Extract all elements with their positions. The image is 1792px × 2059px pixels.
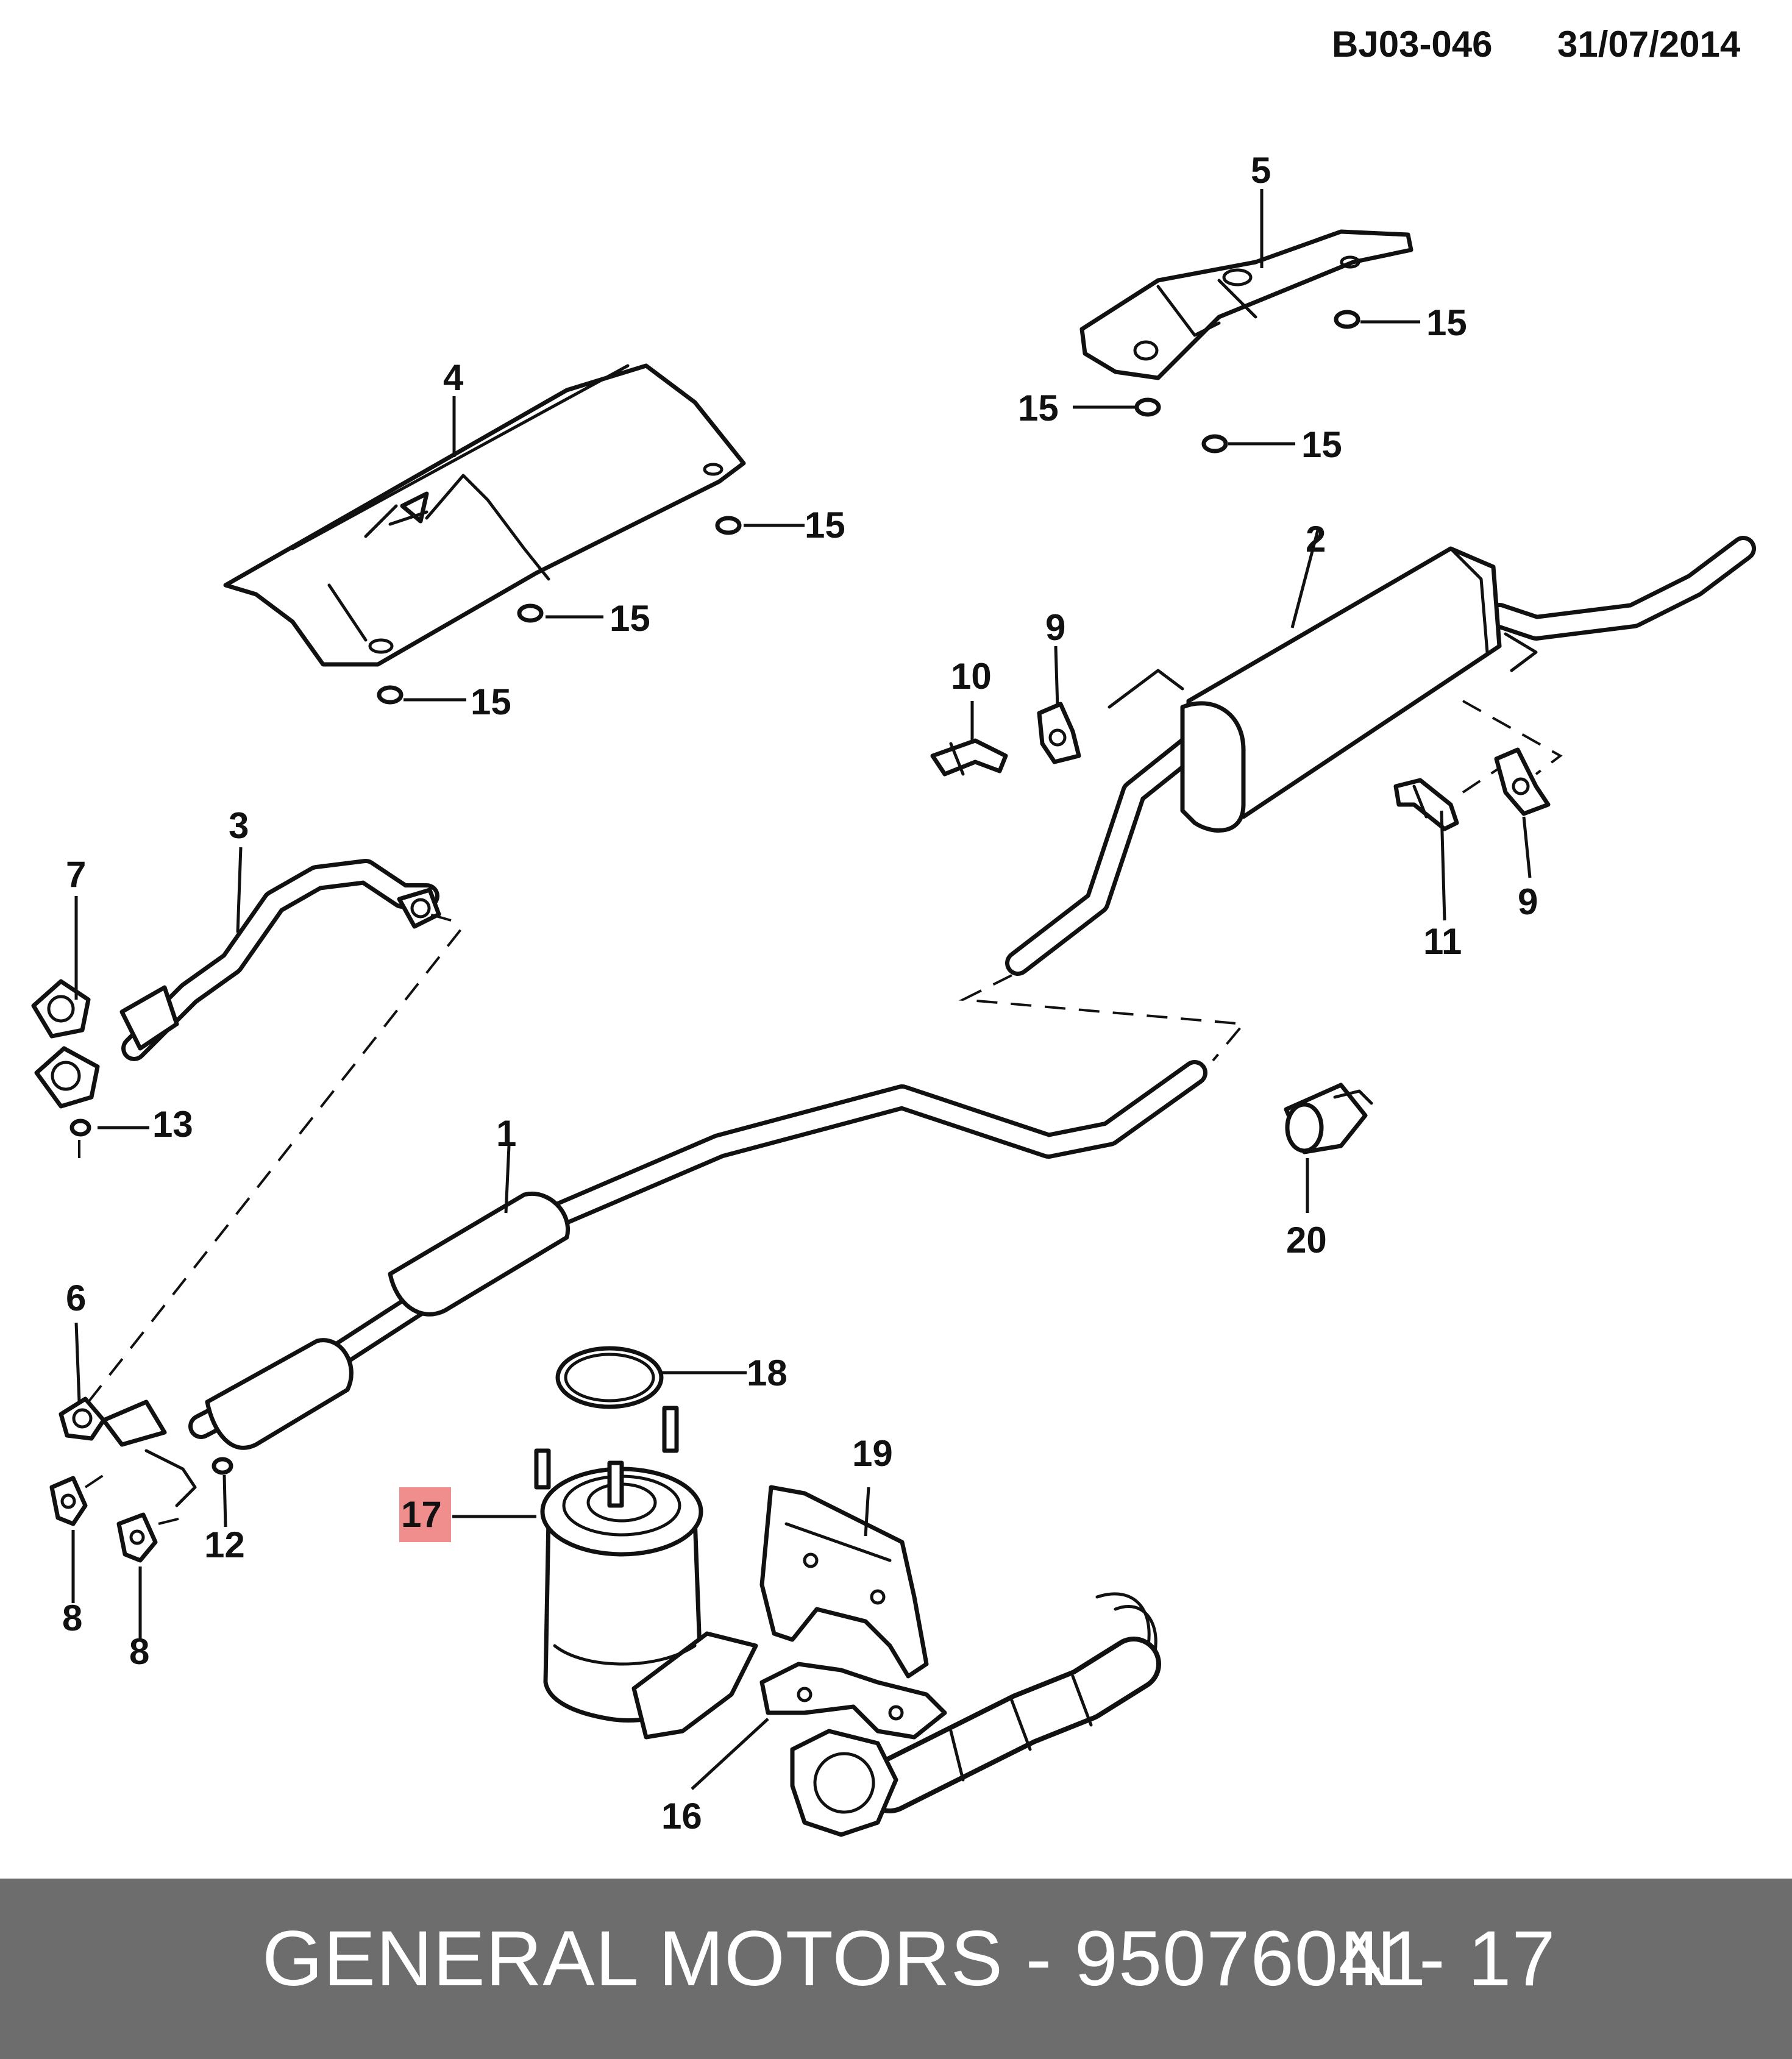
hanger-bracket-11 [1393, 778, 1459, 831]
callout-16: 16 [661, 1796, 702, 1837]
callout-15-a: 15 [805, 505, 845, 546]
hanger-bracket-10 [930, 738, 1008, 777]
gasket-6 [59, 1396, 106, 1441]
callout-17-highlight [399, 1487, 451, 1542]
callout-2: 2 [1306, 519, 1326, 560]
callout-12: 12 [204, 1524, 245, 1565]
exhaust-system-diagram: 1 2 3 4 5 6 7 8 8 9 9 10 11 12 13 15 15 … [31, 150, 1756, 1837]
footer-reference: N - 17 [1340, 1915, 1556, 2002]
nut-15-set [377, 310, 1360, 705]
callout-9-right: 9 [1518, 881, 1538, 922]
footer-part-number: GENERAL MOTORS - 95076041 [262, 1915, 1427, 2002]
callout-5: 5 [1251, 150, 1271, 191]
heat-shield-rear [1079, 229, 1413, 380]
callout-15-d: 15 [1426, 302, 1467, 343]
gasket-18 [555, 1346, 664, 1409]
callout-15-b: 15 [610, 598, 650, 639]
nut-13 [69, 1118, 91, 1137]
hanger-rubber-9-left [1037, 702, 1081, 764]
callout-13: 13 [152, 1104, 193, 1145]
gasket-7 [31, 979, 91, 1039]
callout-6: 6 [66, 1278, 86, 1318]
hanger-8-right [116, 1512, 158, 1563]
leader-lines [71, 189, 1532, 1790]
callout-19: 19 [852, 1433, 893, 1474]
exhaust-manifold-reference [790, 1592, 1161, 1837]
callout-1: 1 [496, 1113, 516, 1154]
flange-front-pipe [34, 1046, 100, 1109]
callout-18: 18 [747, 1353, 788, 1393]
callout-4: 4 [443, 357, 464, 398]
intermediate-pipe [101, 1060, 1207, 1507]
callout-20: 20 [1286, 1220, 1327, 1261]
nut-12 [212, 1457, 233, 1475]
callout-15-f: 15 [1301, 424, 1342, 465]
heat-shield-front [223, 363, 746, 667]
footer-bar [0, 1879, 1792, 2059]
callout-8-right: 8 [129, 1631, 149, 1672]
callout-8-left: 8 [62, 1598, 82, 1638]
callout-9-left: 9 [1045, 607, 1065, 648]
clamp-20 [1284, 1083, 1373, 1154]
callout-3: 3 [229, 805, 249, 846]
hanger-8-left [49, 1476, 88, 1526]
callout-11: 11 [1423, 921, 1462, 962]
callout-10: 10 [951, 656, 992, 697]
rear-muffler [1005, 536, 1756, 976]
bracket-19 [759, 1485, 929, 1679]
callout-7: 7 [66, 854, 86, 895]
catalytic-converter-17 [534, 1406, 758, 1740]
front-pipe [119, 859, 441, 1061]
header-date: 31/07/2014 [1557, 24, 1741, 65]
dashed-lines [78, 700, 1563, 1525]
hanger-rubber-9-right [1494, 747, 1551, 816]
callout-15-c: 15 [471, 681, 511, 722]
callout-17: 17 [401, 1494, 442, 1535]
callout-15-e: 15 [1018, 388, 1059, 429]
bracket-16 [759, 1662, 947, 1740]
header-code: BJ03-046 [1332, 24, 1493, 65]
